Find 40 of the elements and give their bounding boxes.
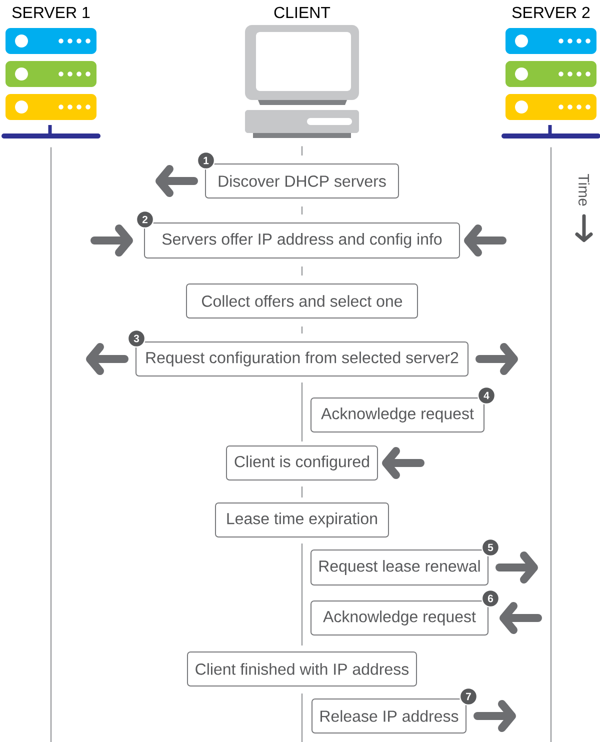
callout-number: 7: [459, 687, 478, 706]
step-box: Client is configured: [226, 446, 378, 480]
lifeline: [301, 486, 303, 498]
lifeline: [301, 382, 303, 442]
callout-number: 1: [196, 151, 216, 170]
lifeline: [550, 147, 552, 742]
arrow: [464, 224, 506, 256]
step-box: Release IP address: [312, 698, 466, 734]
step-box: Acknowledge request: [310, 398, 484, 432]
step-box: Acknowledge request: [310, 600, 488, 636]
arrow: [382, 447, 424, 479]
column-heading: SERVER 1: [12, 6, 90, 18]
lifeline: [50, 147, 52, 742]
callout-number: 3: [127, 329, 146, 348]
lifeline: [301, 266, 303, 276]
step-box: Collect offers and select one: [186, 284, 418, 318]
lifeline: [301, 326, 303, 334]
step-box: Request configuration from selected server2: [136, 342, 468, 376]
step-box: Discover DHCP servers: [205, 164, 399, 198]
step-box: Client finished with IP address: [187, 652, 417, 686]
callout-number: 2: [136, 210, 154, 229]
step-box: Request lease renewal: [310, 550, 488, 586]
lifeline: [301, 146, 303, 156]
lifeline: [301, 694, 303, 742]
callout-number: 4: [477, 386, 496, 405]
arrow: [474, 700, 516, 732]
arrow: [90, 224, 133, 256]
lifeline: [301, 544, 303, 646]
lifeline: [301, 206, 303, 214]
arrow: [500, 602, 542, 634]
step-box: Servers offer IP address and config info: [144, 222, 460, 258]
arrow: [496, 552, 538, 584]
column-heading: CLIENT: [274, 6, 330, 18]
callout-number: 5: [481, 538, 500, 557]
callout-number: 6: [481, 589, 500, 608]
step-box: Lease time expiration: [215, 502, 389, 538]
arrow: [476, 343, 518, 375]
column-heading: SERVER 2: [512, 6, 590, 18]
axis-label: Time: [578, 174, 590, 206]
arrow: [86, 343, 128, 375]
